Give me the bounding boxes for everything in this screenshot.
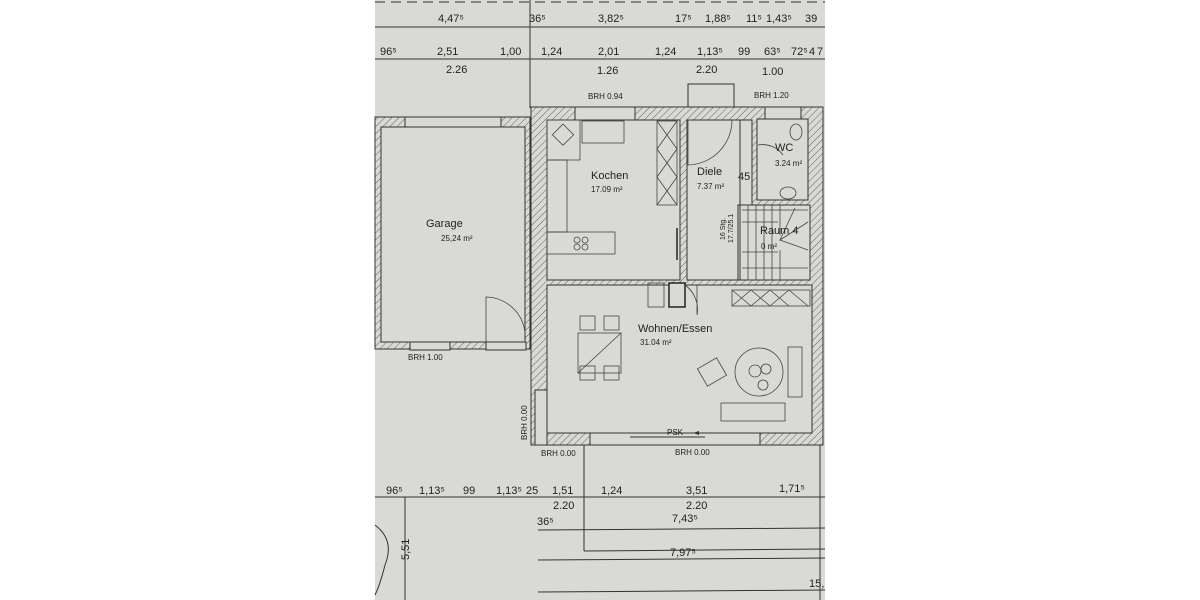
dim: 63⁵ — [764, 46, 781, 58]
brh-label: BRH 0.00 — [520, 405, 529, 440]
dimension-labels: 4,47⁵ 36⁵ 3,82⁵ 17⁵ 1,88⁵ 11⁵ 1,43⁵ 39 9… — [380, 13, 824, 590]
dim: 3,51 — [686, 485, 707, 497]
dim: 25 — [526, 485, 538, 497]
dim: 1,43⁵ — [766, 13, 792, 25]
dim: 1,24 — [655, 46, 676, 58]
annotations: BRH 0.94 BRH 1.20 BRH 1.00 BRH 0.00 BRH … — [408, 91, 789, 458]
room-area: 0 m² — [761, 242, 777, 251]
door-width-label: 45 — [738, 171, 750, 183]
room-area: 17.09 m² — [591, 185, 623, 194]
brh-label: BRH 0.00 — [541, 449, 576, 458]
dimension-lines — [374, 0, 826, 600]
room-area: 7.37 m² — [697, 182, 724, 191]
furniture — [546, 119, 811, 435]
dim: 96⁵ — [386, 485, 403, 497]
dim: 2,51 — [437, 46, 458, 58]
dim: 39 — [805, 13, 817, 25]
dim: 2.20 — [686, 500, 707, 512]
coffee-table — [734, 347, 784, 397]
door-swing — [687, 119, 733, 166]
dim: 2.20 — [553, 500, 574, 512]
room-area: 3.24 m² — [775, 159, 802, 168]
room-area: 25,24 m² — [441, 234, 473, 243]
dim: 1.26 — [597, 65, 618, 77]
dim: 2.20 — [696, 64, 717, 76]
dim: 1,13⁵ — [496, 485, 522, 497]
dim: 4,47⁵ — [438, 13, 464, 25]
dim: 2.26 — [446, 64, 467, 76]
dining-table — [577, 332, 622, 374]
dim: 1,13⁵ — [697, 46, 723, 58]
room-name: Garage — [426, 218, 463, 230]
stove — [546, 231, 616, 255]
brh-label: BRH 1.20 — [754, 91, 789, 100]
dim: 1.00 — [762, 66, 783, 78]
dim: 1,24 — [601, 485, 622, 497]
dim: 99 — [738, 46, 750, 58]
dim: 36⁵ — [529, 13, 546, 25]
dim: 72⁵ — [791, 46, 808, 58]
dim: 3,82⁵ — [598, 13, 624, 25]
dim: 7 — [817, 46, 823, 58]
brh-label: BRH 0.00 — [675, 448, 710, 457]
sideboard — [731, 289, 811, 307]
sofa — [787, 346, 803, 398]
dim: 2,01 — [598, 46, 619, 58]
room-name: Diele — [697, 166, 722, 178]
dim: 1,13⁵ — [419, 485, 445, 497]
dim: 1,24 — [541, 46, 562, 58]
sofa — [720, 402, 786, 422]
kitchen-cabinets — [656, 120, 678, 206]
dim: 7,43⁵ — [672, 513, 698, 525]
room-name: Raum 4 — [760, 225, 799, 237]
armchair — [696, 357, 728, 387]
dim: 4 — [809, 46, 815, 58]
psk-label: PSK — [667, 428, 684, 437]
room-name: Wohnen/Essen — [638, 323, 712, 335]
dim: 1,88⁵ — [705, 13, 731, 25]
dim: 17⁵ — [675, 13, 692, 25]
room-name: Kochen — [591, 170, 628, 182]
toilet — [789, 123, 803, 141]
dim: 15, — [809, 578, 824, 590]
garage: Garage 25,24 m² — [374, 116, 531, 351]
door-swing — [485, 296, 526, 343]
wash-basin — [779, 186, 797, 200]
dim: 11⁵ — [746, 13, 762, 25]
room-labels: Kochen 17.09 m² Diele 7.37 m² WC 3.24 m²… — [591, 142, 802, 347]
dim: 96⁵ — [380, 46, 397, 58]
dim: 1,00 — [500, 46, 521, 58]
room-area: 31.04 m² — [640, 338, 672, 347]
brh-label: BRH 0.94 — [588, 92, 623, 101]
dim: 7,97⁵ — [670, 547, 696, 559]
brh-label: BRH 1.00 — [408, 353, 443, 362]
dim: 99 — [463, 485, 475, 497]
dim: 1,51 — [552, 485, 573, 497]
fireplace — [668, 282, 686, 308]
room-name: WC — [775, 142, 793, 154]
stairs-ratio-label: 17.7/25.1 — [728, 214, 735, 243]
dim: 5,51 — [400, 539, 412, 560]
dim: 1,71⁵ — [779, 483, 805, 495]
stairs — [742, 205, 809, 280]
dim: 36⁵ — [537, 516, 554, 528]
stairs-label: 16 Stg. — [720, 218, 727, 240]
